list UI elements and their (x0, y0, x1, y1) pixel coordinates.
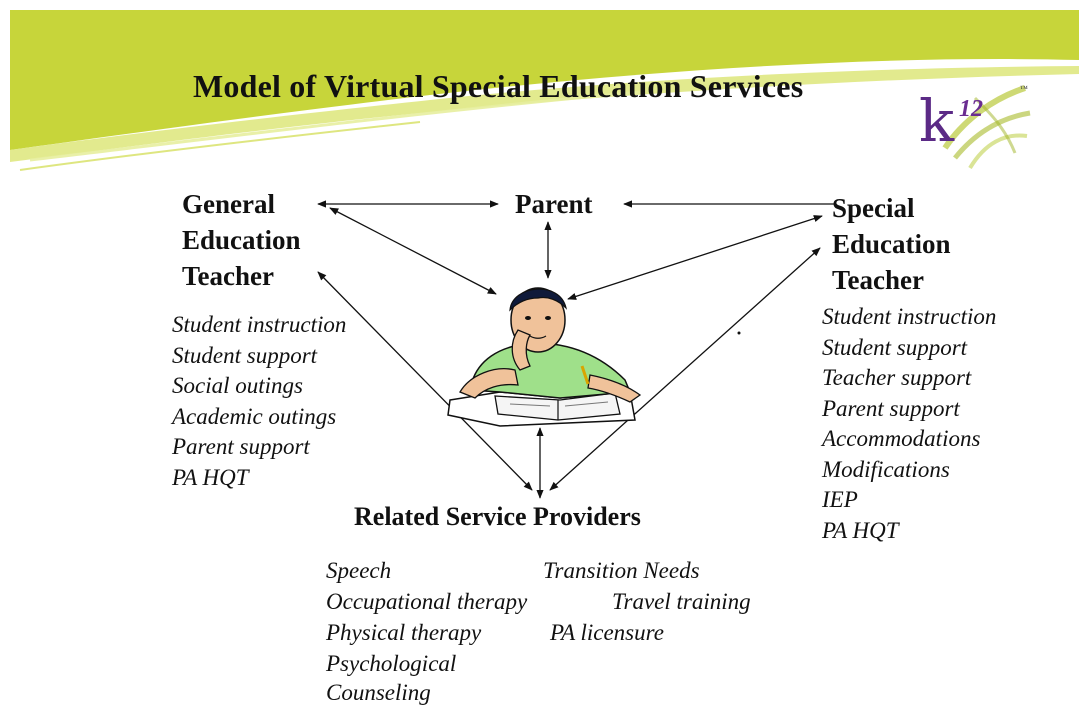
special-teacher-label: Special Education Teacher (832, 193, 951, 295)
list-item: Student support (172, 342, 318, 368)
list-item: Student support (822, 334, 968, 360)
general-teacher-label: General Education Teacher (182, 189, 301, 291)
list-item: Parent support (822, 395, 960, 421)
list-item: Student instruction (822, 304, 997, 329)
arrow-special-providers (549, 247, 821, 491)
list-item: Parent support (172, 434, 310, 459)
header-banner (10, 10, 1079, 171)
list-item: PA HQT (172, 464, 249, 490)
list-item: Accommodations (822, 426, 981, 451)
service-item: Physical therapy (326, 620, 482, 645)
list-item: Teacher support (822, 365, 972, 390)
list-item: Modifications (822, 456, 950, 482)
service-item: Speech (326, 558, 392, 583)
k12-logo: k 12 ™ (915, 78, 1035, 173)
slide-title: Model of Virtual Special Education Servi… (193, 68, 804, 104)
service-item: Counseling (326, 680, 431, 705)
list-item: Social outings (172, 373, 303, 398)
list-item: IEP (822, 487, 858, 512)
service-item: PA licensure (550, 620, 664, 645)
related-services-title: Related Service Providers (354, 502, 641, 531)
service-item: Transition Needs (543, 558, 700, 583)
arrow-general-providers (317, 271, 533, 491)
list-item: PA HQT (822, 517, 899, 543)
general-teacher-duties: Student instruction Student support Soci… (172, 310, 346, 493)
parent-label: Parent (515, 189, 593, 219)
student-icon (447, 287, 642, 427)
service-item: Psychological (326, 651, 457, 676)
list-item: Academic outings (172, 403, 337, 429)
service-item: Travel training (612, 589, 751, 614)
special-teacher-duties: Student instruction Student support Teac… (822, 302, 996, 546)
list-item: Student instruction (172, 312, 347, 337)
service-item: Occupational therapy (326, 589, 528, 614)
